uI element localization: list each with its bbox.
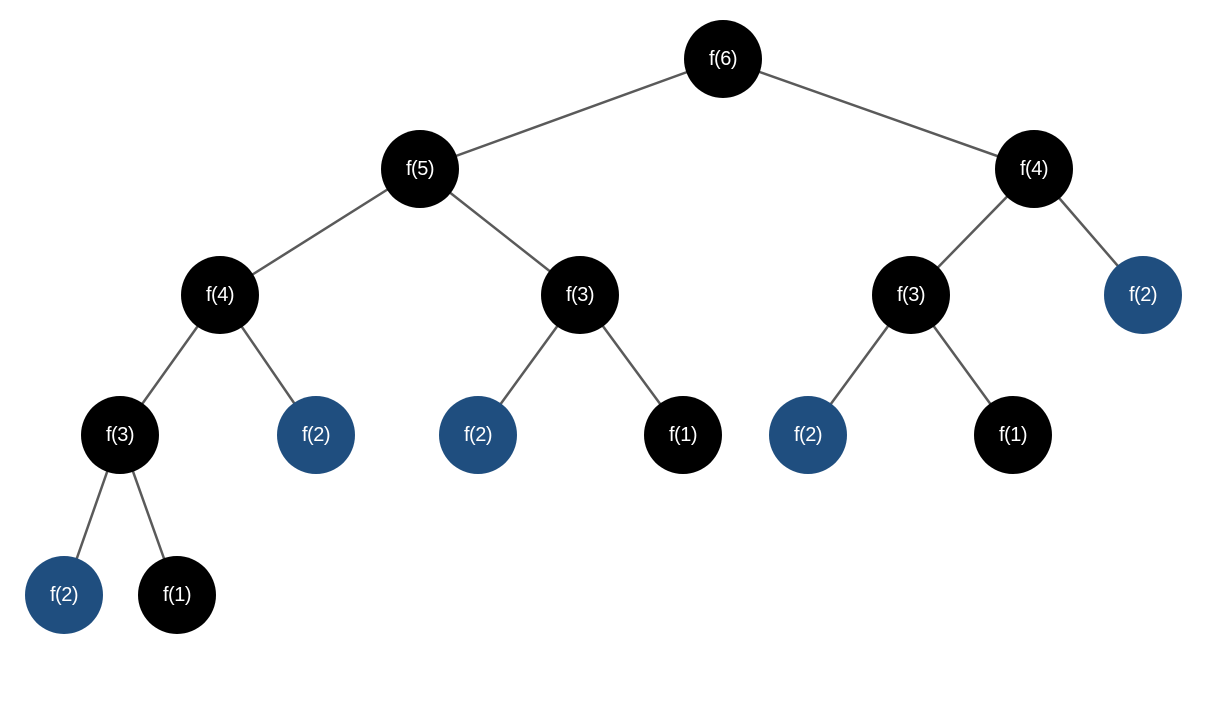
node-label: f(1) xyxy=(163,584,191,606)
node-label: f(2) xyxy=(50,584,78,606)
node-label: f(4) xyxy=(206,284,234,306)
node-label: f(3) xyxy=(566,284,594,306)
tree-node: f(6) xyxy=(684,20,762,98)
node-circle xyxy=(181,256,259,334)
tree-node: f(3) xyxy=(872,256,950,334)
node-circle xyxy=(644,396,722,474)
tree-edge xyxy=(219,167,421,297)
highlighted-node-circle xyxy=(769,396,847,474)
node-circle xyxy=(541,256,619,334)
node-circle xyxy=(138,556,216,634)
tree-node: f(3) xyxy=(541,256,619,334)
highlighted-node-circle xyxy=(277,396,355,474)
tree-node: f(1) xyxy=(644,396,722,474)
highlighted-node-circle xyxy=(1104,256,1182,334)
node-label: f(5) xyxy=(406,158,434,180)
node-label: f(4) xyxy=(1020,158,1048,180)
node-circle xyxy=(995,130,1073,208)
node-label: f(3) xyxy=(106,424,134,446)
node-label: f(2) xyxy=(302,424,330,446)
node-label: f(2) xyxy=(794,424,822,446)
tree-node: f(2) xyxy=(769,396,847,474)
tree-edge xyxy=(722,57,1035,171)
tree-node: f(4) xyxy=(995,130,1073,208)
node-circle xyxy=(974,396,1052,474)
tree-node: f(1) xyxy=(974,396,1052,474)
tree-node: f(5) xyxy=(381,130,459,208)
tree-node: f(2) xyxy=(25,556,103,634)
tree-node: f(2) xyxy=(1104,256,1182,334)
node-label: f(1) xyxy=(999,424,1027,446)
node-label: f(1) xyxy=(669,424,697,446)
highlighted-node-circle xyxy=(25,556,103,634)
node-circle xyxy=(381,130,459,208)
node-circle xyxy=(684,20,762,98)
node-label: f(6) xyxy=(709,48,737,70)
node-circle xyxy=(872,256,950,334)
tree-node: f(4) xyxy=(181,256,259,334)
tree-node: f(1) xyxy=(138,556,216,634)
tree-edge xyxy=(419,57,724,171)
tree-node: f(2) xyxy=(277,396,355,474)
highlighted-node-circle xyxy=(439,396,517,474)
node-label: f(3) xyxy=(897,284,925,306)
node-circle xyxy=(81,396,159,474)
tree-node: f(2) xyxy=(439,396,517,474)
node-label: f(2) xyxy=(1129,284,1157,306)
tree-node: f(3) xyxy=(81,396,159,474)
nodes-layer: f(6) f(5) f(4) f(4) f(3) f(3) f(2) f(3) f(2) f(2)… xyxy=(25,20,1182,634)
node-label: f(2) xyxy=(464,424,492,446)
